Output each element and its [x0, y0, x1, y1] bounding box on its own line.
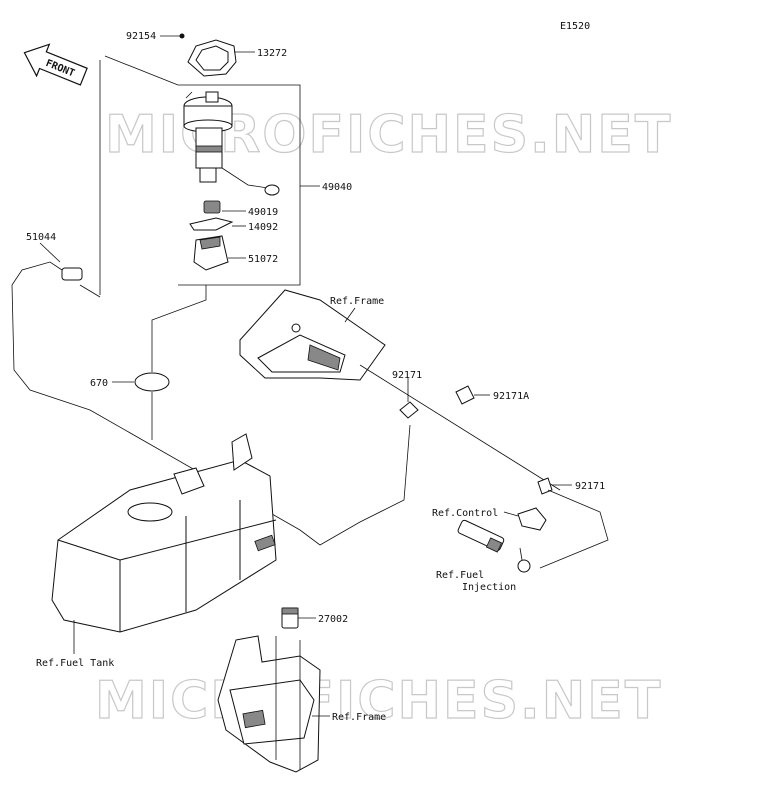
callout-49019: 49019	[248, 207, 278, 218]
ref-fuel-injection-line2: Injection	[462, 582, 516, 593]
callout-27002: 27002	[318, 614, 348, 625]
o-ring-670	[134, 372, 170, 392]
filter-14092	[189, 217, 234, 231]
frame-bottom	[217, 635, 321, 773]
bolt-92154	[179, 33, 185, 39]
callout-92171-lower: 92171	[575, 481, 605, 492]
callout-92171-upper: 92171	[392, 370, 422, 381]
control-bracket	[517, 507, 547, 531]
gasket-13272	[187, 39, 237, 77]
assembly-bracket	[178, 84, 301, 286]
fuel-tank	[51, 433, 277, 633]
part-49019	[203, 200, 221, 214]
clamp-92171-lower	[537, 477, 553, 495]
clamp-92171-upper	[399, 401, 419, 419]
ref-frame-top: Ref.Frame	[330, 296, 384, 307]
relay-27002	[281, 607, 299, 629]
ref-control: Ref.Control	[432, 508, 498, 519]
fuel-pump-49040	[183, 91, 280, 196]
frame-top	[239, 289, 386, 381]
callout-51072: 51072	[248, 254, 278, 265]
watermark-bottom: MICROFICHES.NET	[95, 671, 662, 731]
callout-92154: 92154	[126, 31, 156, 42]
ref-fuel-tank: Ref.Fuel Tank	[36, 658, 114, 669]
fuel-injector	[457, 519, 531, 573]
ref-frame-bottom: Ref.Frame	[332, 712, 386, 723]
callout-14092: 14092	[248, 222, 278, 233]
callout-51044: 51044	[26, 232, 56, 243]
diagram-code: E1520	[560, 21, 590, 32]
front-arrow-icon: FRONT	[23, 43, 88, 86]
callout-92171a: 92171A	[493, 391, 529, 402]
ref-fuel-injection-line1: Ref.Fuel	[436, 570, 484, 581]
clamp-92171a	[455, 385, 475, 405]
callout-49040: 49040	[322, 182, 352, 193]
cover-51072	[193, 235, 229, 271]
callout-13272: 13272	[257, 48, 287, 59]
hose-51044	[11, 261, 411, 546]
callout-670: 670	[90, 378, 108, 389]
